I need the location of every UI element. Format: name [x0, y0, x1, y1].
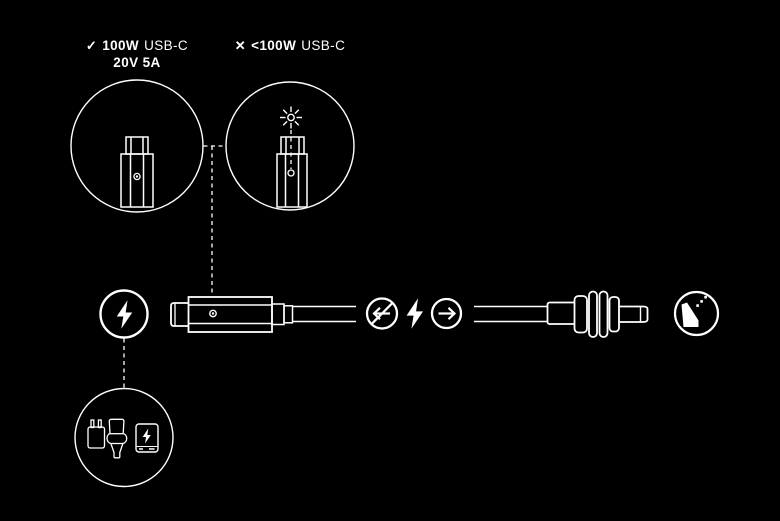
blinking-led-starburst-icon — [280, 106, 302, 129]
flow-direction-icon — [430, 297, 463, 330]
motion-dots — [696, 295, 707, 307]
angled-plug-icon — [673, 290, 720, 337]
unsupported-connector-view — [225, 81, 355, 211]
supported-rating: 20V 5A — [113, 55, 161, 70]
supported-connector-type: USB-C — [144, 38, 189, 53]
wall-charger-icon — [87, 419, 106, 449]
magnifier-circle — [70, 79, 204, 213]
power-delivery-bolt-icon — [406, 298, 424, 329]
unsupported-wattage: <100W — [251, 38, 297, 53]
led-dot-unlit — [287, 169, 295, 177]
unsupported-connector-type: USB-C — [301, 38, 346, 53]
cross-icon: ✕ — [234, 38, 247, 53]
power-sources-view — [74, 387, 174, 488]
power-input-icon — [99, 289, 149, 339]
cable-segment — [292, 305, 356, 323]
led-dot-icon — [133, 172, 141, 181]
magnifier-circle — [225, 81, 355, 211]
led-dot-icon — [209, 309, 217, 318]
car-charger-icon — [106, 418, 128, 459]
lightning-bolt-icon — [116, 300, 133, 329]
check-icon: ✓ — [85, 38, 98, 53]
cable-segment — [474, 305, 548, 323]
supported-wattage: 100W — [102, 38, 140, 53]
lightning-bolt-icon — [142, 428, 151, 444]
power-bank-icon — [135, 423, 159, 453]
dc-barrel-connector — [546, 290, 649, 338]
unsupported-label: ✕ <100W USB-C — [235, 38, 345, 53]
no-reverse-charging-icon — [365, 297, 399, 330]
dc-plug-tip — [616, 305, 649, 323]
supported-connector-view — [70, 79, 204, 213]
supported-label: ✓ 100W USB-C 20V 5A — [86, 38, 188, 70]
usb-c-connector-upright — [276, 136, 308, 208]
sources-circle — [74, 387, 174, 488]
magnifier-callout-lines — [203, 145, 227, 296]
cable-assembly — [170, 290, 649, 338]
usb-c-plug — [170, 296, 294, 333]
usb-c-connector-upright — [120, 136, 154, 208]
